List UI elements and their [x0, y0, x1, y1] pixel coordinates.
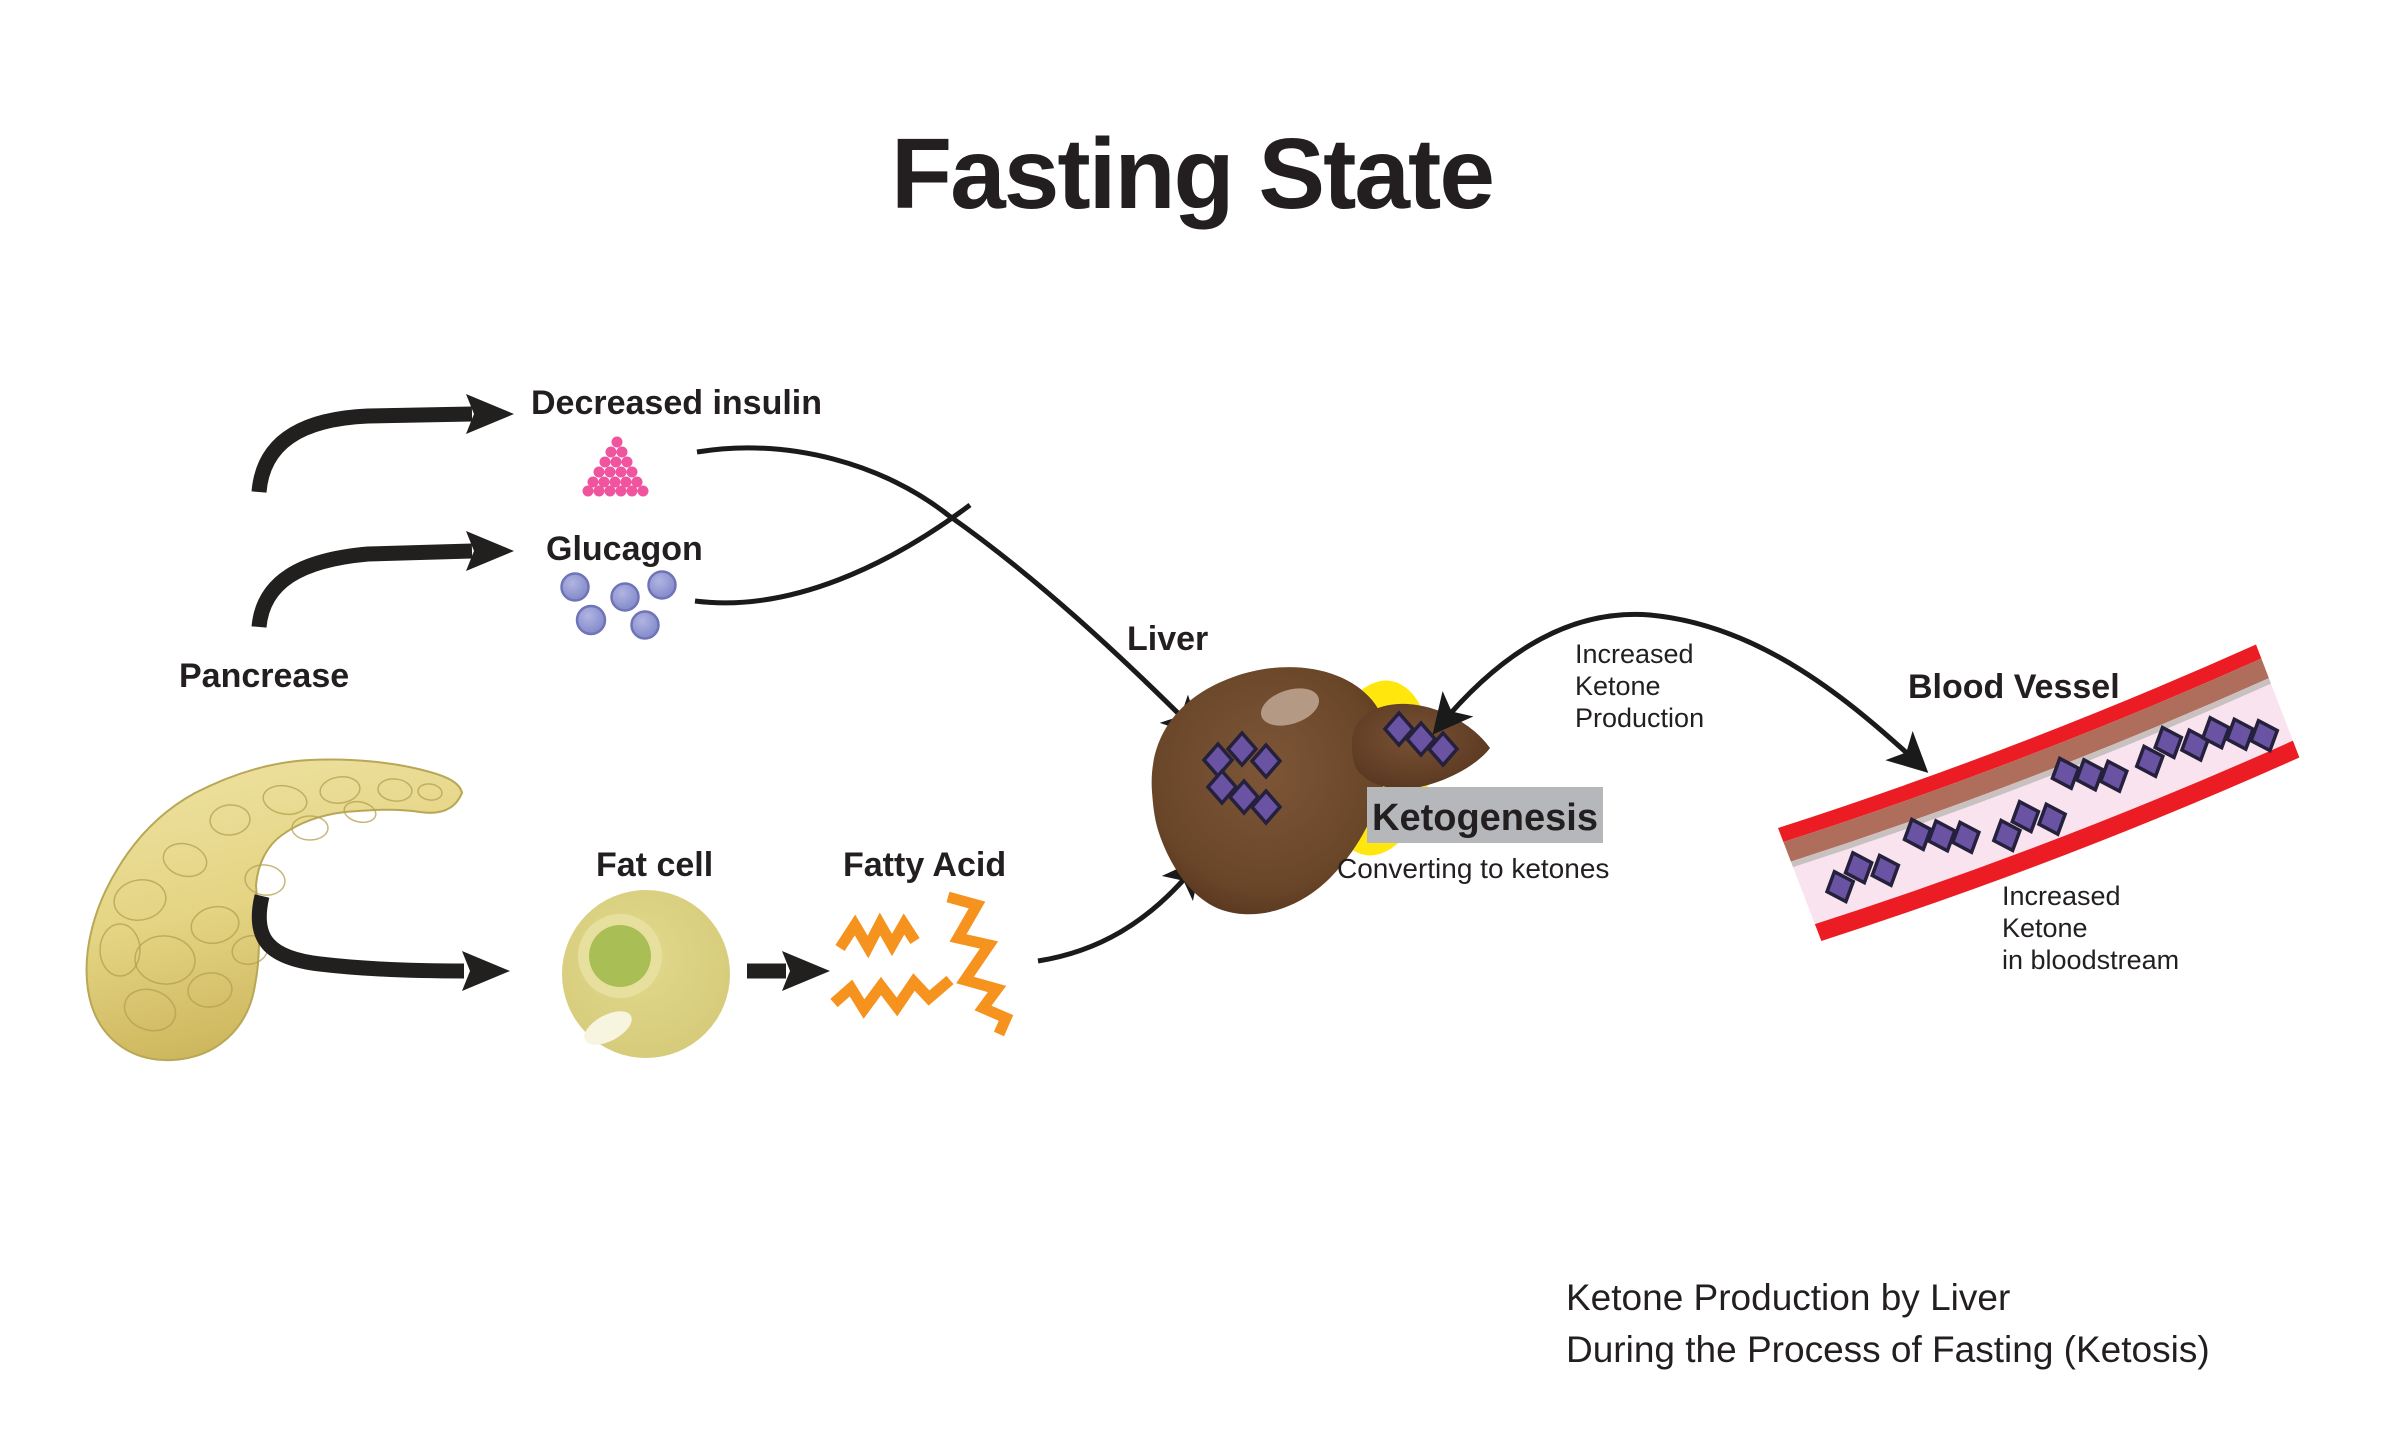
pancreas-lobule-texture	[99, 776, 443, 1032]
fatty-acid-label: Fatty Acid	[843, 846, 1006, 884]
pancreas-to-glucagon-arrow	[251, 531, 514, 628]
fatcell-to-fattyacid-arrow	[747, 951, 830, 991]
insulin-label: Decreased insulin	[531, 384, 822, 422]
fat-cell-label: Fat cell	[596, 846, 713, 884]
svg-text:Increased: Increased	[1575, 639, 1694, 669]
ketogenesis-label: Ketogenesis	[1372, 797, 1598, 839]
vessel-inner-wall	[1783, 658, 2269, 862]
ketogenesis-box	[1367, 787, 1603, 843]
glucagon-to-liver-curve	[694, 502, 972, 606]
increased-ketone-bloodstream-note: Increased Ketone in bloodstream	[2002, 881, 2179, 975]
vessel-outer-wall-bottom	[1814, 740, 2300, 941]
svg-text:Increased: Increased	[2002, 881, 2121, 911]
glucagon-label: Glucagon	[546, 530, 703, 568]
liver-label: Liver	[1127, 620, 1208, 658]
insulin-dots-icon	[582, 436, 649, 497]
pancreas-to-insulin-arrow	[251, 394, 514, 493]
increased-ketone-production-note: Increased Ketone Production	[1575, 639, 1704, 733]
pancreas-label: Pancrease	[179, 657, 349, 695]
insulin-to-liver-curve	[696, 445, 1203, 738]
svg-text:Ketone Production by Liver: Ketone Production by Liver	[1566, 1277, 2010, 1318]
blood-vessel-icon	[1778, 644, 2300, 941]
svg-text:Ketone: Ketone	[2002, 913, 2088, 943]
liver-left-lobe	[1151, 667, 1389, 915]
liver-icon	[1151, 667, 1490, 915]
converting-note: Converting to ketones	[1337, 853, 1609, 884]
svg-text:Ketone: Ketone	[1575, 671, 1661, 701]
svg-text:During the Process of Fasting: During the Process of Fasting (Ketosis)	[1566, 1329, 2210, 1370]
liver-to-vessel-arc	[1432, 611, 1929, 773]
blood-vessel-label: Blood Vessel	[1908, 668, 2120, 706]
fat-cell-icon	[562, 890, 730, 1058]
diagram-title: Fasting State	[891, 118, 1493, 230]
glucagon-dots-icon	[560, 570, 677, 640]
svg-text:Production: Production	[1575, 703, 1704, 733]
vessel-outer-wall-top	[1778, 644, 2262, 843]
liver-highlight	[1260, 688, 1320, 726]
svg-text:in bloodstream: in bloodstream	[2002, 945, 2179, 975]
pancreas-illustration	[85, 758, 464, 1062]
fatty-acid-icon	[830, 891, 1014, 1037]
vessel-membrane-line	[1790, 678, 2272, 868]
diagram-caption: Ketone Production by Liver During the Pr…	[1566, 1277, 2210, 1370]
fattyacid-to-liver-curve	[1037, 857, 1203, 964]
pancreas-to-fatcell-arrow	[251, 894, 510, 991]
